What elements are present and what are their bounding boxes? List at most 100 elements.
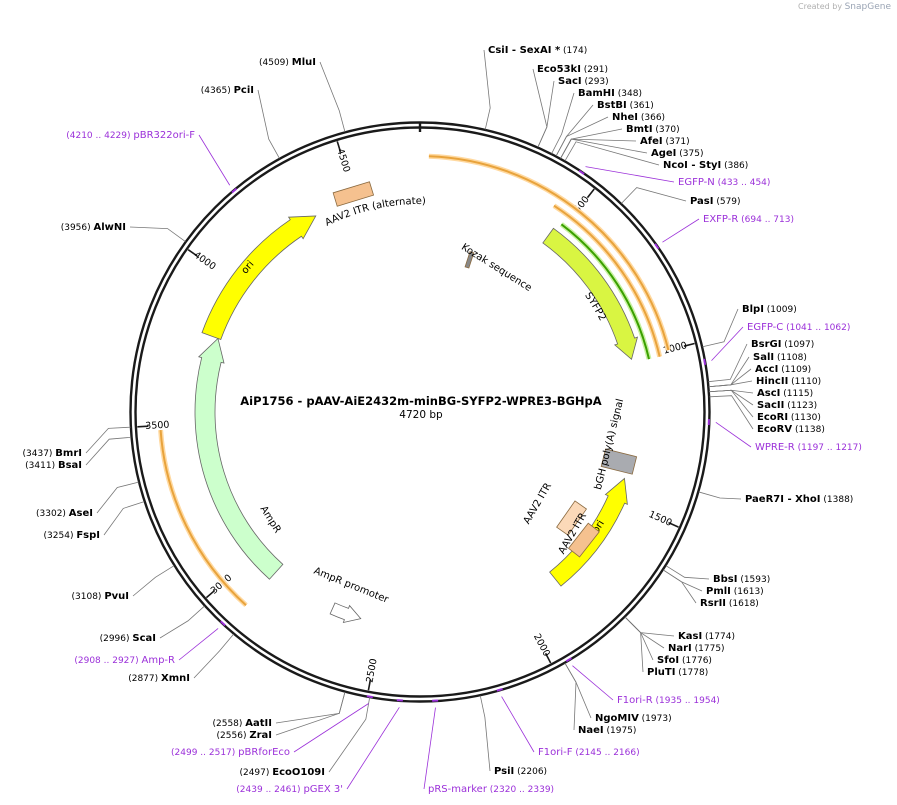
site-pos-psii: (2206) <box>514 767 547 777</box>
site-ecoo109i: (2497) EcoO109I <box>239 767 325 778</box>
primer-name-f1ori-f: F1ori-F <box>538 747 573 758</box>
site-psii: PsiI (2206) <box>494 766 547 777</box>
tick-label-1500: 1500 <box>647 509 674 529</box>
site-name-agei: AgeI <box>651 148 676 159</box>
site-sali: SalI (1108) <box>753 352 807 363</box>
site-pos-rsrii: (1618) <box>726 599 759 609</box>
site-asci: AscI (1115) <box>757 388 813 399</box>
site-name-sacii: SacII <box>757 400 784 411</box>
site-pos-pcii: (4365) <box>201 86 234 96</box>
site-ncoi: NcoI - StyI (386) <box>663 160 748 171</box>
site-name-psii: PsiI <box>494 766 514 777</box>
feature-ori <box>201 215 317 341</box>
leader-mlui <box>319 61 346 132</box>
tick-mark-4500 <box>336 141 342 153</box>
site-pos-pasi: (579) <box>713 197 740 207</box>
primer-mark-pbr322ori-f <box>231 187 238 194</box>
primer-name-exfp-r: EXFP-R <box>703 214 738 225</box>
site-name-scai: ScaI <box>132 633 156 644</box>
leader-csii <box>483 49 491 130</box>
site-name-paer7i: PaeR7I <box>745 494 784 505</box>
site-pos-paer7i: (1388) <box>821 495 854 505</box>
site-name-sali: SalI <box>753 352 774 363</box>
label-bgh-polya: bGH poly(A) signal <box>593 398 626 491</box>
site-pos-bstbi: (361) <box>627 101 654 111</box>
primer-leader-wpre-r <box>715 422 752 448</box>
site-bsrgi: BsrGI (1097) <box>751 339 814 350</box>
site-extra-csii: - SexAI * <box>508 45 560 56</box>
primer-leader-pbr322ori-f <box>198 134 231 186</box>
site-pos-sacii: (1123) <box>784 401 817 411</box>
site-pos-scai: (2996) <box>100 634 133 644</box>
tick-mark-2000 <box>544 652 552 664</box>
site-name-kasi: KasI <box>678 631 702 642</box>
site-pos-ecori: (1130) <box>788 413 821 423</box>
site-name-pcii: PciI <box>234 85 254 96</box>
site-kasi: KasI (1774) <box>678 631 735 642</box>
feature-itr-alternate <box>332 181 375 207</box>
site-name-bmti: BmtI <box>626 124 653 135</box>
primer-name-pbr322ori-f: pBR322ori-F <box>133 130 195 141</box>
site-name-aatii: AatII <box>245 718 272 729</box>
site-mlui: (4509) MluI <box>259 57 316 68</box>
primer-leader-prs-marker <box>423 707 436 790</box>
site-name-bsrgi: BsrGI <box>751 339 781 350</box>
site-pos-bmti: (370) <box>653 125 680 135</box>
site-extra-paer7i: - XhoI <box>784 494 821 505</box>
feature-ampr <box>194 337 284 580</box>
leader-hincii <box>708 380 753 388</box>
tick-label-4500: 4500 <box>334 147 352 173</box>
leader-aatii <box>275 692 346 724</box>
site-name-asei: AseI <box>69 508 93 519</box>
primer-mark-f1ori-r <box>565 657 572 663</box>
map-title: AiP1756 - pAAV-AiE2432m-minBG-SYFP2-WPRE… <box>240 394 602 408</box>
primer-leader-pbrforeco <box>293 703 369 753</box>
site-bamhi: BamHI (348) <box>578 88 642 99</box>
site-pos-nhei: (366) <box>638 113 665 123</box>
site-pos-csii: (174) <box>560 46 587 56</box>
primer-range-f1ori-r: (1935 .. 1954) <box>653 696 720 706</box>
site-name-xmni: XmnI <box>161 673 190 684</box>
site-pos-asci: (1115) <box>780 389 813 399</box>
label-leaders <box>85 49 754 790</box>
site-agei: AgeI (375) <box>651 148 703 159</box>
site-name-bbsi: BbsI <box>713 574 737 585</box>
site-name-hincii: HincII <box>756 376 788 387</box>
leader-acci <box>708 368 752 388</box>
site-naei: NaeI (1975) <box>578 725 636 736</box>
site-pos-xmni: (2877) <box>128 674 161 684</box>
primer-range-pgex-3: (2439 .. 2461) <box>236 785 303 795</box>
site-pos-ecoo109i: (2497) <box>239 768 272 778</box>
site-name-fspi: FspI <box>76 530 100 541</box>
site-name-naei: NaeI <box>578 725 604 736</box>
site-pos-pvui: (3108) <box>72 592 105 602</box>
feature-bgh-polya <box>600 448 638 475</box>
leader-pasi <box>621 187 687 204</box>
site-name-ecoo109i: EcoO109I <box>272 767 325 778</box>
leader-psii <box>479 695 491 772</box>
tick-mark-3500 <box>137 425 149 428</box>
leader-nari <box>624 616 665 649</box>
site-name-ecorv: EcoRV <box>757 424 792 435</box>
primer-mark-pbrforeco <box>366 695 373 699</box>
site-name-sfoi: SfoI <box>657 655 679 666</box>
site-pos-bbsi: (1593) <box>737 575 770 585</box>
site-pasi: PasI (579) <box>690 196 741 207</box>
site-eco53ki: Eco53kI (291) <box>537 64 608 75</box>
site-pos-sfoi: (1776) <box>679 656 712 666</box>
site-name-pasi: PasI <box>690 196 713 207</box>
leader-eco53ki <box>532 68 548 148</box>
primer-leader-f1ori-r <box>572 665 614 701</box>
site-name-pluti: PluTI <box>647 667 675 678</box>
site-name-zrai: ZraI <box>249 730 272 741</box>
site-name-alwni: AlwNI <box>94 222 127 233</box>
site-ecorv: EcoRV (1138) <box>757 424 825 435</box>
site-saci: SacI (293) <box>558 76 609 87</box>
site-xmni: (2877) XmnI <box>128 673 190 684</box>
feature-kozak <box>464 251 475 269</box>
site-acci: AccI (1109) <box>755 364 811 375</box>
primer-name-egfp-c: EGFP-C <box>747 322 783 333</box>
leader-bbsi <box>665 565 710 580</box>
primer-leader-egfp-c <box>711 326 744 361</box>
